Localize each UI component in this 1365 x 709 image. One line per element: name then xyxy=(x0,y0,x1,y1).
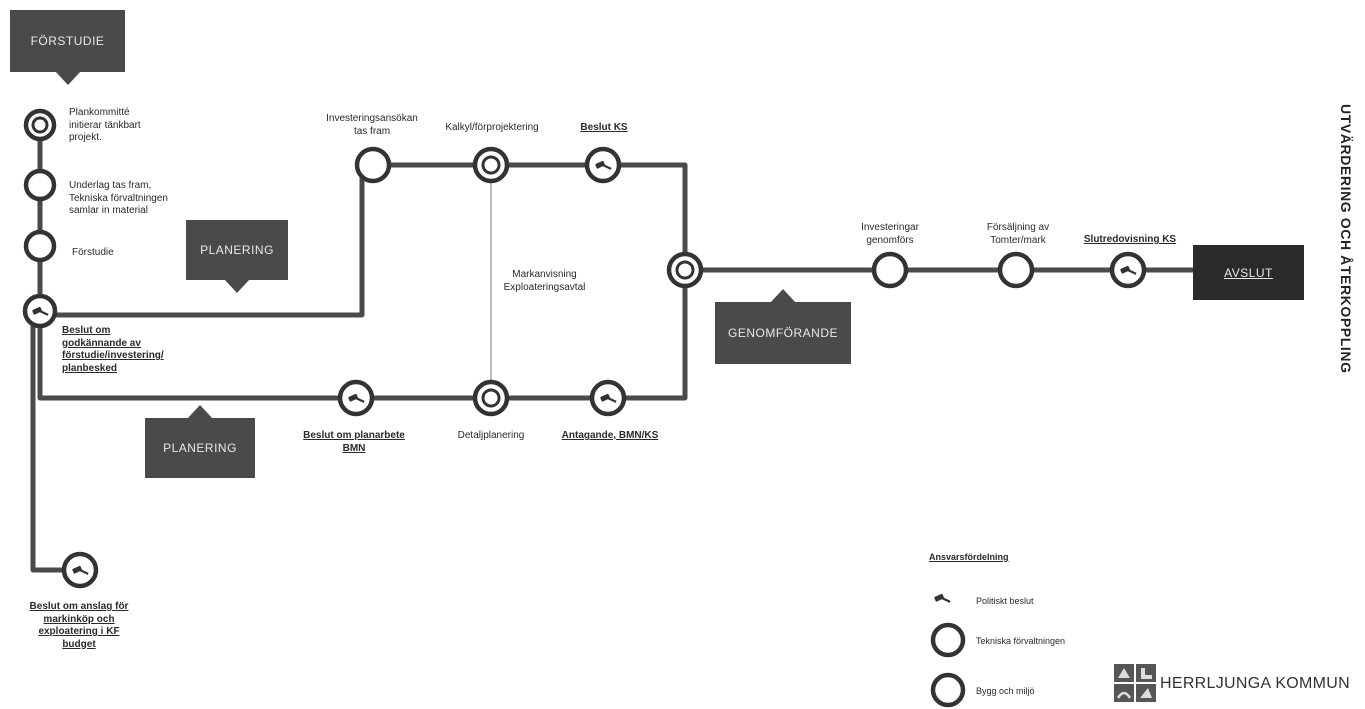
node-beslut-godkannande xyxy=(22,293,58,329)
label-antagande: Antagande, BMN/KS xyxy=(561,430,659,441)
node-detaljplanering xyxy=(472,379,510,417)
node-forsaljning xyxy=(997,251,1035,289)
stage-genomforande: GENOMFÖRANDE xyxy=(715,289,851,364)
stage-utvardering: UTVÄRDERING OCH ÅTERKOPPLING xyxy=(1338,104,1354,374)
stage-forstudie: FÖRSTUDIE xyxy=(10,10,125,85)
node-beslut-ks xyxy=(584,146,622,184)
stage-avslut: AVSLUT xyxy=(1193,245,1304,300)
node-investeringar xyxy=(871,251,909,289)
legend-tekniska-label: Tekniska förvaltningen xyxy=(976,636,1066,646)
herrljunga-logo-emblem xyxy=(1114,664,1156,702)
node-antagande xyxy=(589,379,627,417)
node-slutredovisning xyxy=(1109,251,1147,289)
stage-planering-bottom: PLANERING xyxy=(145,405,255,478)
label-forstudie: Förstudie xyxy=(72,247,114,258)
label-kalkyl: Kalkyl/förprojektering xyxy=(445,122,539,133)
label-underlag: Underlag tas fram,Tekniska förvaltningen… xyxy=(69,180,168,216)
node-underlag xyxy=(23,168,57,202)
stage-planering-top: PLANERING xyxy=(186,220,288,293)
node-beslut-planarbete xyxy=(337,379,375,417)
legend-bygg-label: Bygg och miljö xyxy=(976,686,1035,696)
node-markanvisning-junction xyxy=(666,251,704,289)
node-beslut-anslag xyxy=(61,551,99,589)
legend-tekniska-icon xyxy=(930,622,966,658)
node-plankommitte xyxy=(23,108,57,142)
herrljunga-logo-text: HERRLJUNGA KOMMUN xyxy=(1160,675,1351,692)
node-kalkyl xyxy=(472,146,510,184)
legend-title: Ansvarsfördelning xyxy=(929,552,1009,562)
legend-gavel-icon xyxy=(933,593,951,603)
label-beslut-ks: Beslut KS xyxy=(580,122,628,133)
legend-bygg-icon xyxy=(930,672,966,708)
connector-lines xyxy=(30,125,1195,573)
node-forstudie xyxy=(23,229,57,263)
label-detaljplanering: Detaljplanering xyxy=(457,430,525,441)
label-slutredovisning: Slutredovisning KS xyxy=(1083,234,1177,245)
legend-politiskt-label: Politiskt beslut xyxy=(976,596,1034,606)
node-investeringsansokan xyxy=(354,146,392,184)
